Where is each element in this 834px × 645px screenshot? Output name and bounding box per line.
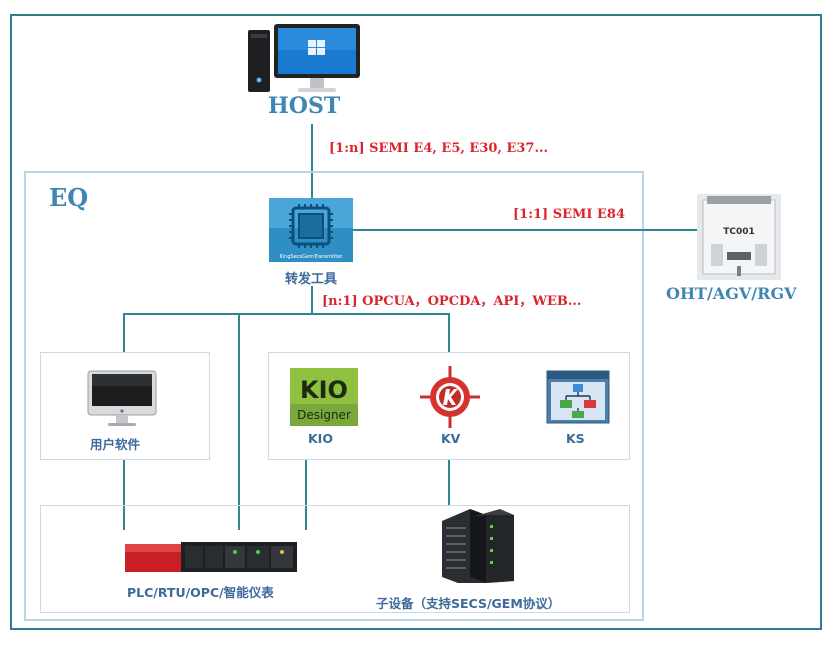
- bus-to-user-software: [123, 313, 125, 353]
- plc-label: PLC/RTU/OPC/智能仪表: [127, 585, 274, 600]
- kio-designer-logo: KIO Designer: [290, 368, 358, 426]
- bus-to-plc: [238, 313, 240, 530]
- sub-device-label: 子设备（支持SECS/GEM协议）: [376, 596, 561, 611]
- user-software-label: 用户软件: [90, 437, 141, 452]
- bus-connector: [123, 313, 449, 315]
- transmitter-label: 转发工具: [285, 272, 338, 287]
- devices-box: [40, 505, 630, 613]
- kio-label: KIO: [308, 431, 333, 446]
- bus-to-kingview-group: [448, 313, 450, 353]
- devices-protocol-label: [n:1] OPCUA，OPCDA，API，WEB...: [322, 294, 582, 309]
- oht-connector: [353, 229, 698, 231]
- server-rack-icon: [440, 507, 516, 585]
- user-software-down-connector: [123, 460, 125, 530]
- desktop-computer-icon: [246, 22, 362, 94]
- plc-rack-icon: [125, 540, 297, 574]
- host-label: HOST: [268, 93, 341, 119]
- diagram-frame: [10, 14, 822, 630]
- chip-icon: KingSecsGemTransmitter: [269, 198, 353, 262]
- kio-logo-top: KIO: [300, 376, 348, 404]
- chip-text: KingSecsGemTransmitter: [280, 254, 344, 260]
- transmitter-down-connector: [311, 286, 313, 314]
- monitor-icon: [86, 369, 158, 429]
- host-protocol-label: [1:n] SEMI E4, E5, E30, E37...: [329, 141, 549, 156]
- kv-down-connector: [448, 460, 450, 505]
- kio-down-connector: [305, 460, 307, 530]
- oht-device-text: TC001: [723, 227, 755, 237]
- oht-protocol-label: [1:1] SEMI E84: [513, 207, 626, 222]
- ks-app-icon: [546, 370, 610, 424]
- eq-boundary: [24, 171, 644, 621]
- kio-logo-bottom: Designer: [297, 408, 351, 422]
- eq-label: EQ: [49, 183, 89, 212]
- ks-label: KS: [566, 431, 585, 446]
- host-connector: [311, 124, 313, 200]
- kv-label: KV: [441, 431, 461, 446]
- overhead-transport-icon: TC001: [697, 194, 781, 280]
- kv-crosshair-logo: [418, 366, 482, 428]
- oht-label: OHT/AGV/RGV: [666, 284, 797, 303]
